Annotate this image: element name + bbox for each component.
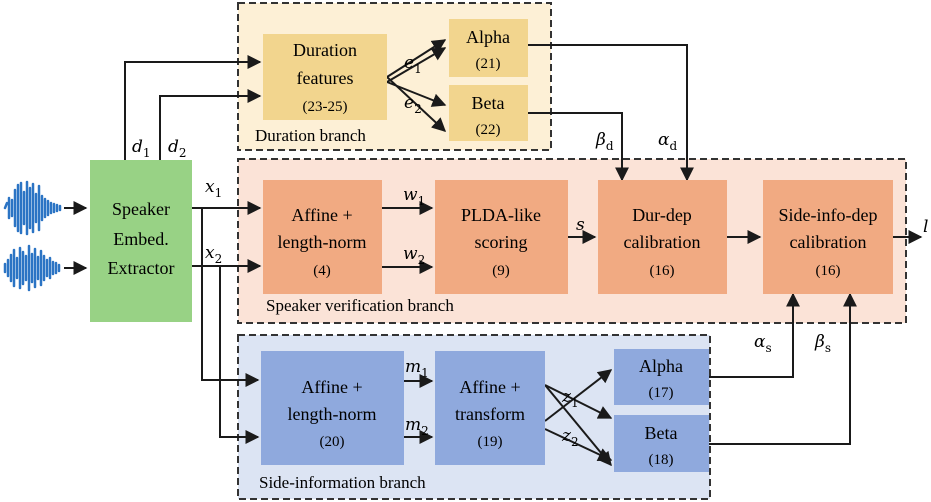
plda-scoring-line1: PLDA-like: [461, 205, 541, 225]
dur-dep-calibration-eq: (16): [650, 263, 675, 279]
side-affine-length-norm-eq: (20): [320, 434, 345, 450]
side-alpha-label: Alpha: [639, 356, 683, 376]
label-l: l: [923, 217, 928, 237]
connector: [544, 384, 613, 419]
label-x1: x1: [205, 177, 222, 200]
duration-branch-label: Duration branch: [255, 126, 366, 145]
connector: [709, 292, 800, 378]
affine-length-norm-line1: Affine +: [291, 205, 352, 225]
connector: [124, 55, 262, 160]
plda-scoring-line2: scoring: [475, 232, 528, 252]
label-e2: e2: [404, 93, 422, 116]
side-alpha-box: [614, 349, 709, 405]
side-beta-eq: (18): [649, 452, 674, 468]
duration-features-box: [263, 34, 387, 120]
duration-beta-label: Beta: [472, 93, 505, 113]
affine-transform-box: [435, 351, 545, 465]
connector: [201, 208, 260, 387]
duration-beta-eq: (22): [476, 122, 501, 138]
affine-length-norm-line2: length-norm: [278, 232, 367, 252]
connector: [219, 266, 260, 444]
extractor-label-line2: Embed.: [113, 229, 169, 249]
label-w1: w1: [403, 185, 425, 208]
duration-alpha-box: [449, 19, 528, 77]
extractor-label-line3: Extractor: [108, 258, 175, 278]
connector: [386, 47, 447, 83]
label-z1: z1: [561, 387, 579, 410]
side-affine-length-norm-line1: Affine +: [301, 377, 362, 397]
dur-dep-calibration-line2: calibration: [624, 232, 701, 252]
waveform-icon: [3, 244, 61, 292]
duration-alpha-label: Alpha: [466, 27, 510, 47]
side-affine-length-norm-line2: length-norm: [288, 404, 377, 424]
label-m1: m1: [405, 357, 429, 380]
label-alpha-d: αd: [658, 130, 677, 153]
label-beta-s: βs: [814, 332, 831, 355]
extractor-label-line1: Speaker: [112, 199, 170, 219]
side-branch-label: Side-information branch: [259, 473, 426, 492]
connector: [528, 112, 629, 182]
duration-beta-box: [449, 85, 528, 141]
label-x2: x2: [205, 243, 222, 266]
dur-dep-calibration-line1: Dur-dep: [632, 205, 692, 225]
connector: [386, 39, 447, 78]
label-m2: m2: [405, 415, 429, 438]
plda-scoring-eq: (9): [492, 263, 510, 279]
affine-length-norm-eq: (4): [313, 263, 331, 279]
connector: [386, 81, 447, 107]
affine-length-norm-box: [263, 180, 382, 294]
duration-alpha-eq: (21): [476, 56, 501, 72]
side-alpha-eq: (17): [649, 385, 674, 401]
connector: [528, 44, 694, 182]
connector: [544, 369, 613, 422]
side-info-dep-calibration-box: [763, 180, 893, 294]
label-d1: d1: [132, 137, 151, 160]
label-e1: e1: [404, 53, 422, 76]
dur-dep-calibration-box: [598, 180, 727, 294]
side-affine-length-norm-box: [261, 351, 404, 465]
side-info-dep-calibration-eq: (16): [816, 263, 841, 279]
label-s: s: [576, 215, 585, 235]
connector: [159, 89, 262, 160]
connectors: [64, 39, 923, 467]
side-info-dep-calibration-line2: calibration: [790, 232, 867, 252]
speaker-branch-label: Speaker verification branch: [266, 296, 454, 315]
label-z2: z2: [561, 426, 579, 449]
duration-features-line1: Duration: [293, 40, 357, 60]
side-beta-label: Beta: [645, 423, 678, 443]
side-info-dep-calibration-line1: Side-info-dep: [779, 205, 878, 225]
affine-transform-line1: Affine +: [459, 377, 520, 397]
affine-transform-line2: transform: [455, 404, 525, 424]
side-beta-box: [614, 415, 709, 472]
plda-scoring-box: [435, 180, 568, 294]
connector: [709, 292, 857, 445]
connector: [544, 428, 613, 461]
duration-features-eq: (23-25): [303, 99, 348, 115]
label-d2: d2: [168, 137, 187, 160]
label-alpha-s: αs: [754, 332, 772, 355]
duration-features-line2: features: [297, 68, 354, 88]
label-beta-d: βd: [595, 130, 614, 153]
speaker-embed-extractor-box: [90, 160, 192, 322]
affine-transform-eq: (19): [478, 434, 503, 450]
waveform-icon: [3, 180, 62, 236]
label-w2: w2: [403, 244, 425, 267]
